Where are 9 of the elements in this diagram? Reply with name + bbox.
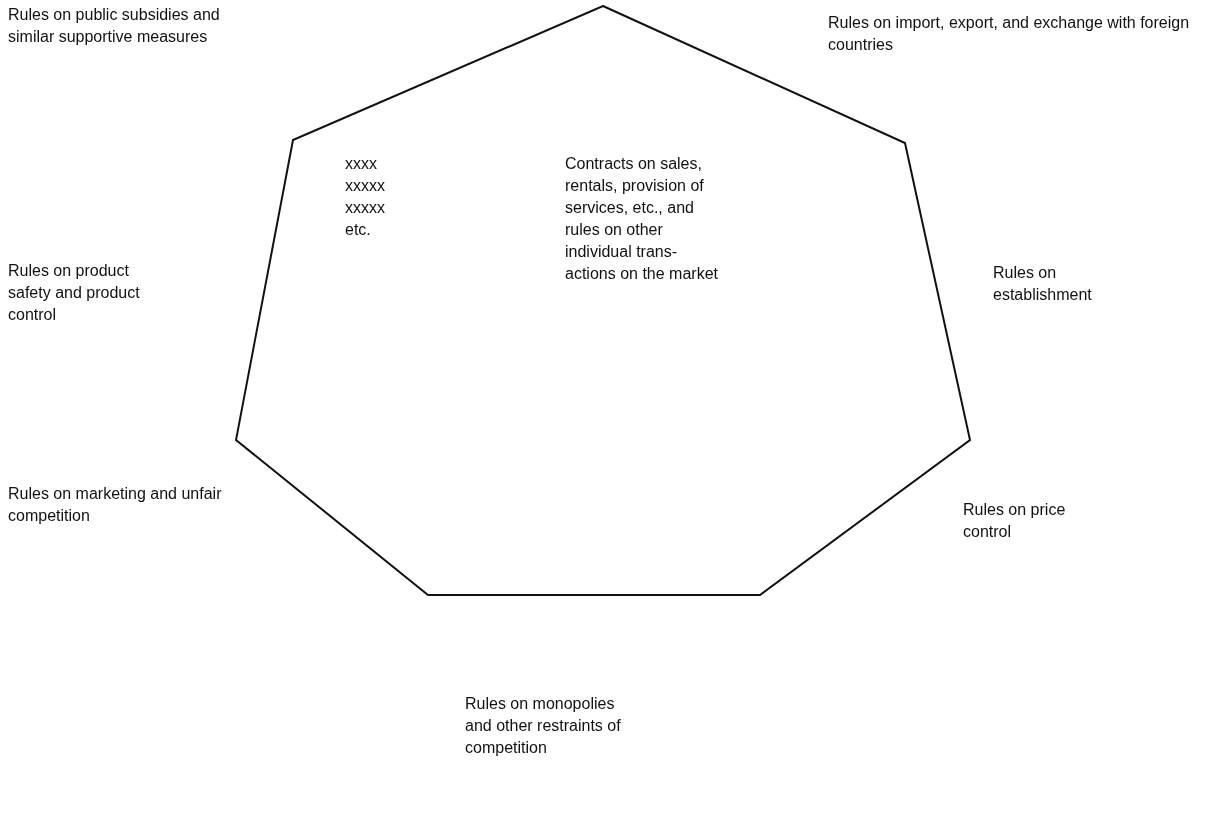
label-text: Rules on monopolies and other restraints of competition (465, 694, 622, 758)
label-text: Rules on establishment (993, 263, 1093, 305)
label-text: Rules on import, export, and exchange with foreign countries (828, 13, 1191, 55)
label-text: Rules on public subsidies and similar supportive measures (8, 5, 221, 47)
label-text: Rules on marketing and unfair competition (8, 484, 223, 526)
label-text: Rules on price control (963, 500, 1067, 542)
node-text: xxxx xxxxx xxxxx etc. (345, 154, 386, 240)
node-text: Contracts on sales, rentals, provision of services, etc., and rules on other individual trans- actions on the market (565, 154, 719, 284)
label-text: Rules on product safety and product control (8, 261, 141, 325)
